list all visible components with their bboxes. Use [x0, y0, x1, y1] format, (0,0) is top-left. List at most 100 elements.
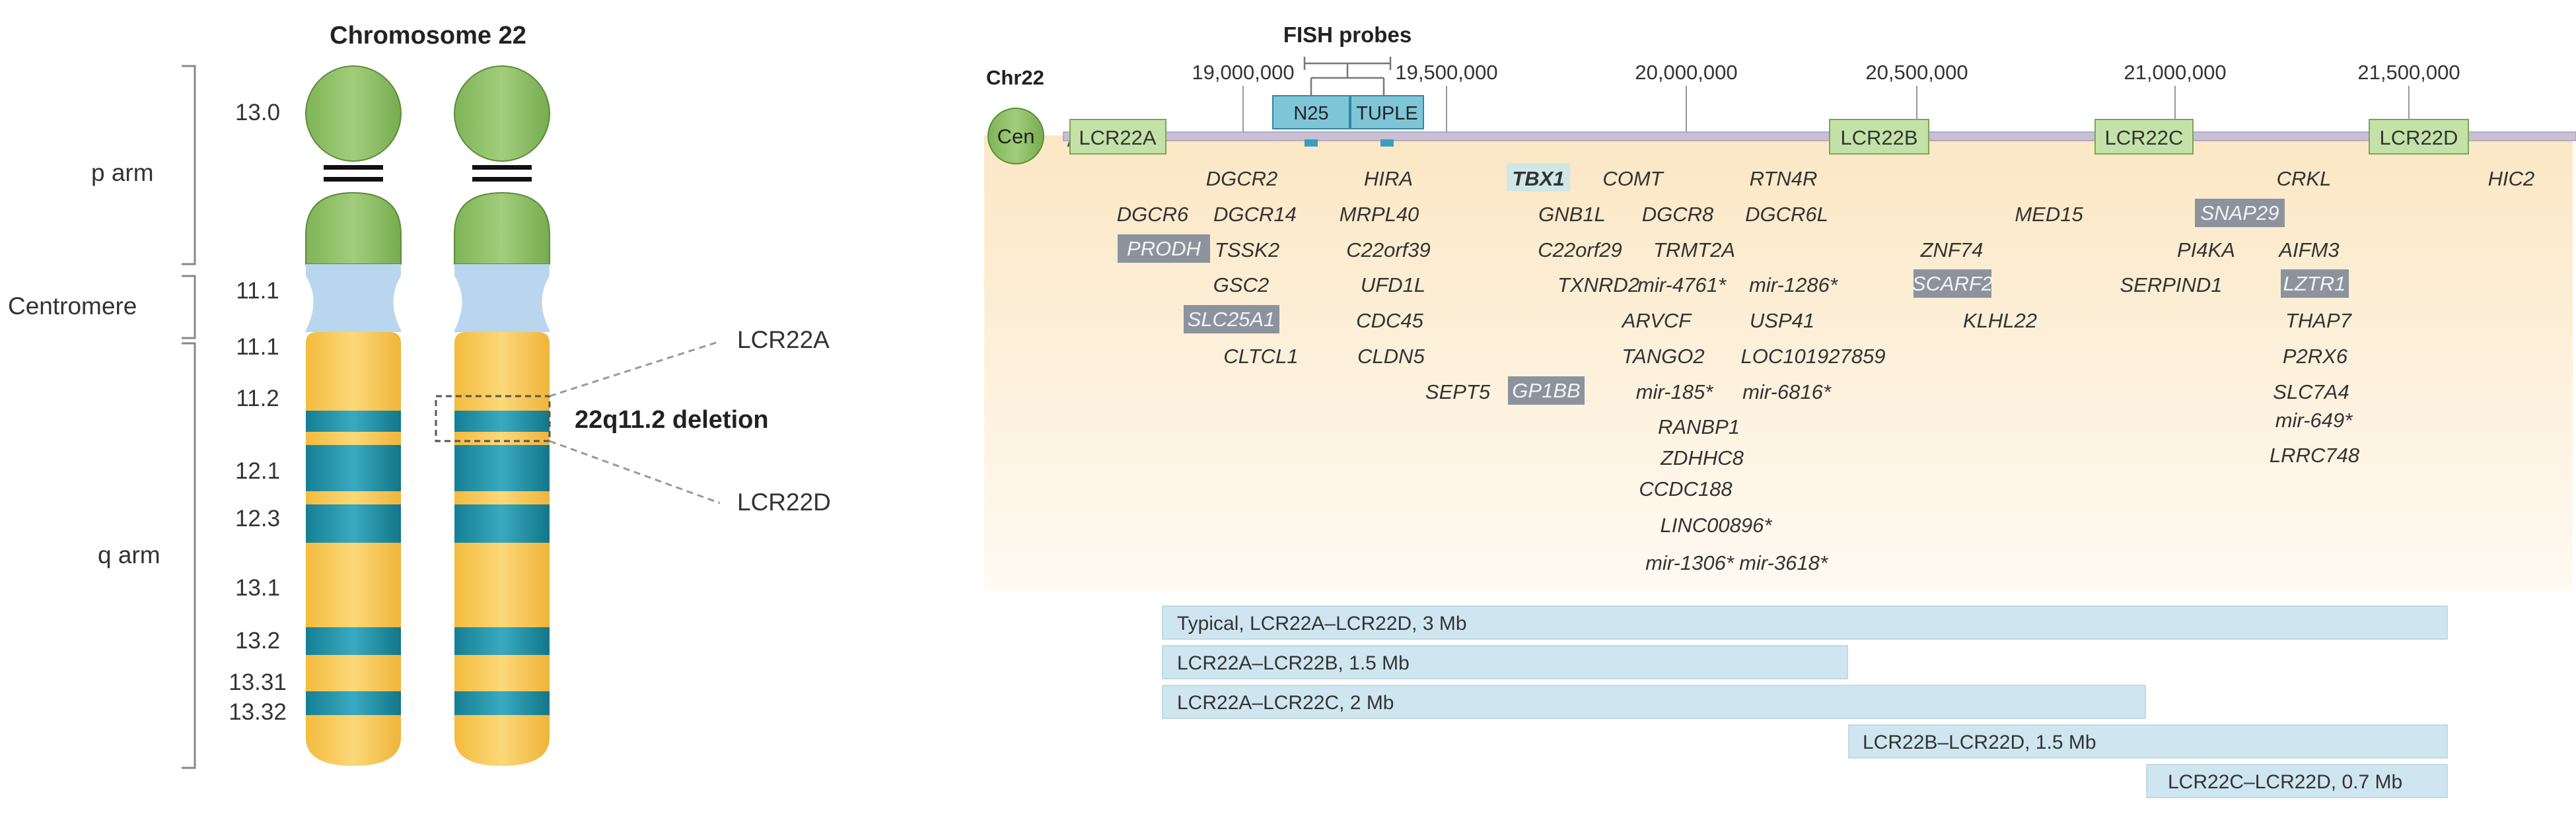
gene-label: mir-1306*: [1645, 551, 1735, 574]
highlight-box: [1508, 376, 1585, 405]
deletion-bar: [1162, 645, 1848, 679]
band-label: 13.2: [235, 628, 280, 654]
highlight-box: [1914, 269, 1991, 298]
deletion-label: 22q11.2 deletion: [575, 406, 769, 434]
band-dark: [306, 504, 401, 543]
position-tick-label: 20,500,000: [1865, 61, 1968, 84]
deletion-bar: [1162, 685, 2146, 719]
callout-lcr22d: LCR22D: [737, 489, 831, 516]
callout-line-lcr22d: [549, 440, 721, 504]
gene-label: SNAP29: [2201, 201, 2279, 224]
stalk-line: [324, 177, 383, 182]
lcr-label: LCR22D: [2380, 126, 2458, 149]
gene-label: mir-4761*: [1637, 273, 1727, 296]
position-axis: 19,000,000 19,500,000 20,000,000 20,500,…: [1192, 61, 2460, 139]
chromosome-normal: [305, 65, 402, 766]
highlight-box: [1118, 234, 1210, 263]
centromere-bracket: [182, 275, 196, 339]
gene-label: CCDC188: [1639, 477, 1733, 500]
gene-label: mir-185*: [1636, 380, 1714, 403]
gene-highlights: [1118, 163, 2349, 405]
p-arm-satellite: [305, 65, 402, 162]
centromere-map-label: Cen: [997, 125, 1035, 148]
gene-label: TRMT2A: [1653, 238, 1735, 261]
gene-label: TBX1: [1512, 167, 1564, 190]
gene-label: ARVCF: [1621, 309, 1693, 332]
gene-label: LOC101927859: [1741, 345, 1886, 368]
band-label: 11.2: [236, 386, 279, 411]
gene-label: ZDHHC8: [1660, 446, 1744, 469]
gene-label: THAP7: [2285, 309, 2353, 332]
band-label: 11.1: [236, 334, 279, 360]
band-label: 13.31: [229, 670, 287, 695]
gene-label: SCARF2: [1912, 272, 1993, 295]
gene-label: LINC00896*: [1661, 514, 1773, 537]
gene-label: mir-3618*: [1739, 551, 1828, 574]
q-arm-bracket: [182, 342, 196, 769]
p-arm-satellite: [454, 65, 550, 162]
centromere-oval: [987, 108, 1044, 164]
gene-label: GP1BB: [1512, 379, 1580, 402]
gene-label: USP41: [1750, 309, 1814, 332]
probe-label: TUPLE: [1356, 103, 1417, 124]
band-dark: [306, 411, 401, 432]
fish-title: FISH probes: [1283, 22, 1412, 47]
gene-label: MED15: [2015, 203, 2083, 226]
deletion-bar-label: Typical, LCR22A–LCR22D, 3 Mb: [1177, 613, 1467, 635]
gene-label: TSSK2: [1215, 238, 1279, 261]
gene-label: ZNF74: [1920, 238, 1984, 261]
q-arm-label: q arm: [98, 541, 161, 568]
p-arm-body: [305, 191, 402, 265]
deletion-bar: [1162, 605, 2448, 640]
gene-label: PI4KA: [2177, 238, 2235, 261]
gene-label: LRRC748: [2270, 444, 2360, 467]
gene-label: mir-649*: [2275, 409, 2353, 432]
chromosome-line: [1063, 131, 2576, 141]
deletion-bar: [1848, 724, 2448, 759]
lcr-block: [2369, 119, 2469, 154]
fish-bracket: [1303, 57, 1392, 96]
deletion-bars: Typical, LCR22A–LCR22D, 3 Mb LCR22A–LCR2…: [1162, 605, 2448, 798]
gene-label: RANBP1: [1658, 415, 1740, 438]
band-label: 13.1: [235, 575, 280, 601]
gene-label: C22orf39: [1346, 238, 1431, 261]
position-tick-label: 19,000,000: [1192, 61, 1294, 84]
lcr-block: [1829, 119, 1929, 154]
gene-label: DGCR6: [1117, 203, 1189, 226]
gene-label: SERPIND1: [2120, 273, 2222, 296]
gene-label: CLTCL1: [1223, 345, 1298, 368]
band-dark: [454, 411, 550, 432]
p-arm-body: [454, 191, 550, 265]
deletion-bar-label: LCR22C–LCR22D, 0.7 Mb: [2168, 771, 2402, 793]
highlight-box: [1507, 163, 1570, 191]
lcr-label: LCR22A: [1079, 126, 1156, 149]
centromere-region: [454, 264, 550, 332]
band-dark: [454, 445, 550, 491]
chromosome-title: Chromosome 22: [330, 22, 526, 50]
gene-label: DGCR2: [1206, 167, 1278, 190]
position-tick-label: 21,500,000: [2357, 61, 2460, 84]
gene-label: SLC25A1: [1188, 308, 1275, 331]
probe-n25: [1272, 95, 1350, 129]
highlight-box: [2281, 269, 2349, 298]
centromere-label: Centromere: [8, 292, 137, 320]
probe-marker: [1305, 139, 1318, 147]
band-dark: [454, 627, 550, 655]
band-label: 13.0: [235, 100, 280, 125]
band-labels: 13.0 11.1 11.1 11.2 12.1 12.3 13.1 13.2 …: [229, 100, 287, 725]
gene-label: CLDN5: [1357, 345, 1425, 368]
band-label: 11.1: [236, 278, 279, 304]
gene-label: KLHL22: [1963, 309, 2037, 332]
gene-label: mir-1286*: [1749, 273, 1838, 296]
lcr-block: [1069, 119, 1166, 154]
gene-label: HIC2: [2488, 167, 2535, 190]
gene-label: LZTR1: [2283, 272, 2346, 295]
gene-label: HIRA: [1364, 167, 1413, 190]
region-background: [984, 135, 2573, 591]
lcr-blocks: LCR22A LCR22B LCR22C LCR22D: [1069, 119, 2469, 154]
callout-lcr22a: LCR22A: [737, 326, 830, 353]
centromere-region: [306, 264, 401, 332]
gene-label: RTN4R: [1750, 167, 1818, 190]
gene-label: TXNRD2: [1557, 273, 1639, 296]
